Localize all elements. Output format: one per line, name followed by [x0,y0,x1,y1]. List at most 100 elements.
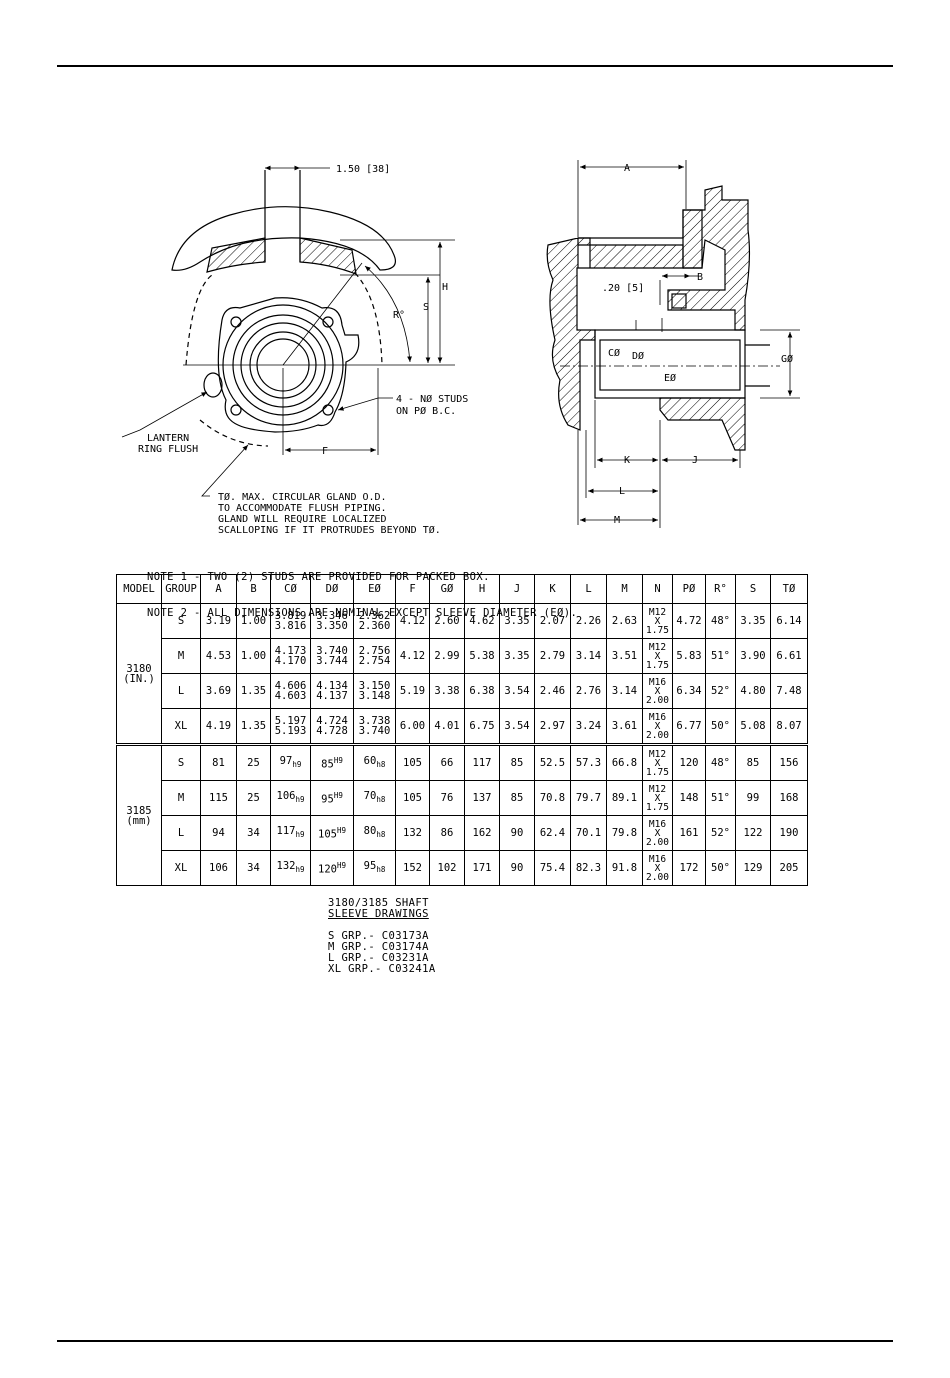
stud-hole [230,404,242,416]
value-cell: 3.19 [200,603,237,639]
dim-a-label: A [624,163,630,174]
value-cell: 3.35 [735,603,771,639]
value-cell: 91.8 [606,850,643,886]
value-cell: 52.5 [534,743,571,781]
dimension-table: MODEL GROUP A B CØ DØ EØ F GØ H J K L M … [116,574,808,886]
refs-item: L GRP.- C03231A [328,952,429,964]
value-cell: 8.07 [770,708,808,745]
housing-right [667,185,751,331]
value-cell: 152 [395,850,430,886]
value-cell: 66 [429,743,465,781]
value-cell: 70.1 [570,815,607,851]
value-cell: 50° [705,850,736,886]
value-cell: 86 [429,815,465,851]
refs-title-1: 3180/3185 SHAFT [328,897,429,909]
value-cell: 79.8 [606,815,643,851]
front-view [121,165,455,497]
dim-e-label: EØ [664,372,676,384]
value-cell: 89.1 [606,780,643,816]
group-cell: M [161,638,201,674]
header-cell: A [200,574,237,604]
header-cell: CØ [270,574,311,604]
refs-item: S GRP.- C03173A [328,930,429,942]
value-cell: 105H9 [310,815,354,851]
refs-item: M GRP.- C03174A [328,941,429,953]
value-cell: 70h8 [353,780,396,816]
value-cell: 4.80 [735,673,771,709]
value-cell: 3.90 [735,638,771,674]
value-cell: 3.51 [606,638,643,674]
value-cell: 2.07 [534,603,571,639]
value-cell: 94 [200,815,237,851]
value-cell: 105 [395,743,430,781]
value-cell: 190 [770,815,808,851]
lantern-label-2: RING FLUSH [138,444,198,455]
value-cell: 6.61 [770,638,808,674]
value-cell: 120 [672,743,706,781]
value-cell: 129 [735,850,771,886]
value-cell: 99 [735,780,771,816]
section-view [546,160,800,528]
value-cell: 3.54 [499,708,535,745]
group-cell: L [161,815,201,851]
value-cell: 4.12 [395,603,430,639]
header-cell: EØ [353,574,396,604]
header-cell: DØ [310,574,354,604]
value-cell: 80h8 [353,815,396,851]
value-cell: 106 [200,850,237,886]
value-cell: 52° [705,673,736,709]
value-cell: 2.99 [429,638,465,674]
dim-1-50-label: 1.50 [38] [336,164,390,175]
model-cell: 3185(mm) [116,743,162,886]
value-cell: 25 [236,780,271,816]
stud-hole [322,404,334,416]
value-cell: 168 [770,780,808,816]
value-cell: 2.76 [570,673,607,709]
value-cell: 48° [705,603,736,639]
header-cell: MODEL [116,574,162,604]
value-cell: 6.00 [395,708,430,745]
header-cell: GØ [429,574,465,604]
header-cell: PØ [672,574,706,604]
value-cell: 34 [236,850,271,886]
header-cell: GROUP [161,574,201,604]
lantern-label-1: LANTERN [147,433,189,444]
value-cell: 6.75 [464,708,500,745]
value-cell: 90 [499,815,535,851]
header-cell: TØ [770,574,808,604]
value-cell: 51° [705,638,736,674]
value-cell: 85H9 [310,743,354,781]
value-cell: 4.19 [200,708,237,745]
group-cell: S [161,743,201,781]
lantern-ring-flush-port [203,372,223,398]
dim-d-label: DØ [632,350,644,362]
value-cell: 60h8 [353,743,396,781]
value-cell: 3.24 [570,708,607,745]
stud-hole [322,316,334,328]
value-cell: 7.48 [770,673,808,709]
value-cell: 4.12 [395,638,430,674]
dim-h-label: H [442,282,448,293]
t-note-3: GLAND WILL REQUIRE LOCALIZED [218,514,387,525]
refs-item: XL GRP.- C03241A [328,963,436,975]
header-cell: J [499,574,535,604]
value-cell: 4.53 [200,638,237,674]
value-cell: 79.7 [570,780,607,816]
value-cell: 156 [770,743,808,781]
hatched-section-left [206,237,266,273]
header-cell: R° [705,574,736,604]
header-cell: M [606,574,643,604]
hatched-section-right [299,237,357,275]
value-cell: 205 [770,850,808,886]
value-cell: 2.79 [534,638,571,674]
